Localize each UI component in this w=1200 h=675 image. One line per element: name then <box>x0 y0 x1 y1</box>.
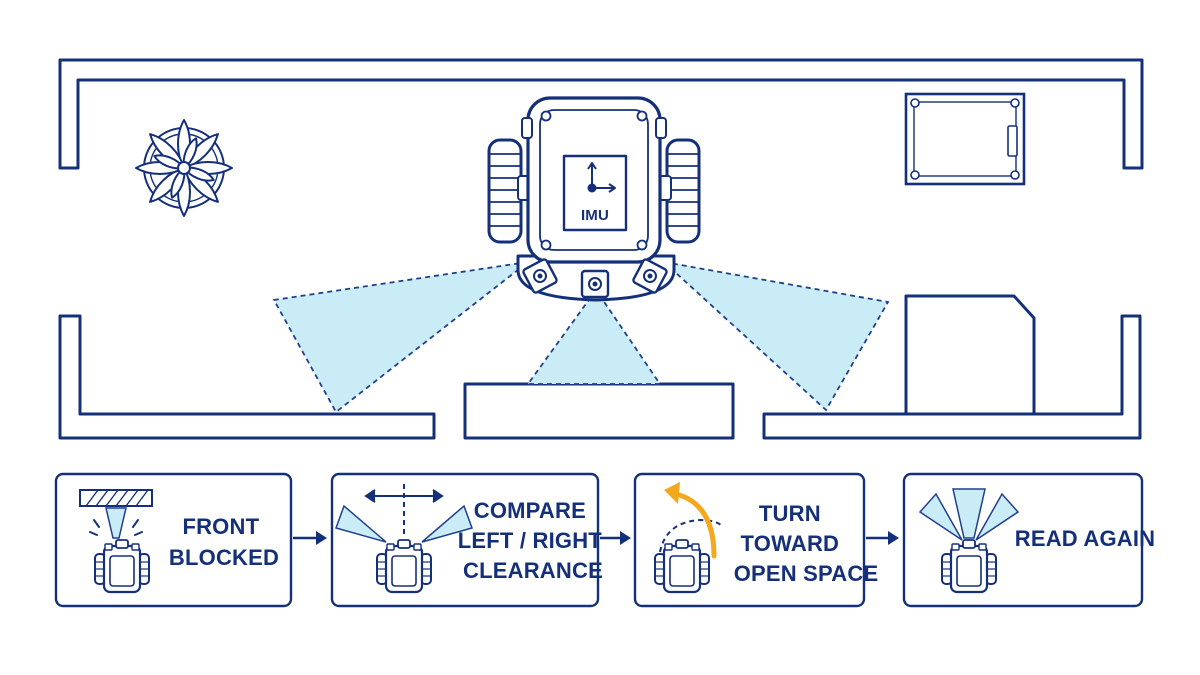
main-robot: IMU <box>487 96 701 302</box>
front-sensor-beam <box>526 288 662 385</box>
bottom-left-wall <box>58 314 436 440</box>
wall-panel-icon <box>904 92 1026 186</box>
step-3-line-3: OPEN SPACE <box>734 561 879 586</box>
room-walls <box>58 58 1144 440</box>
step-3-line-1: TURN <box>759 501 821 526</box>
step-2-line-3: CLEARANCE <box>463 558 603 583</box>
step-turn-open-space: TURN TOWARD OPEN SPACE <box>633 472 879 608</box>
mini-front-beam <box>105 507 127 539</box>
blocking-wall-icon <box>79 489 153 507</box>
left-sensor-beam <box>272 260 532 414</box>
mini-left-beam <box>918 492 963 541</box>
step-1-line-1: FRONT <box>182 514 259 539</box>
right-sensor <box>632 258 668 294</box>
planned-path-dashed <box>659 518 723 553</box>
compare-arrows-icon <box>364 484 444 534</box>
left-sensor <box>522 258 558 294</box>
svg-text:COMPARE LEFT / RIGHT: COMPARE LEFT / RIGHT CLEARANCE <box>458 498 608 583</box>
left-wheel <box>487 138 531 244</box>
front-obstacle-box <box>463 382 735 440</box>
mini-left-beam <box>335 504 387 543</box>
flow-arrow-2 <box>600 531 631 545</box>
step-3-line-2: TOWARD <box>741 531 840 556</box>
svg-text:TURN TOWARD OP: TURN TOWARD OPEN SPACE <box>734 501 879 586</box>
mini-front-beam <box>952 488 986 539</box>
top-wall <box>58 58 1144 170</box>
step-compare-clearance: COMPARE LEFT / RIGHT CLEARANCE <box>330 472 608 608</box>
alert-marks <box>89 519 143 536</box>
mini-right-beam <box>421 504 473 543</box>
turn-arrow-head <box>664 482 680 504</box>
turn-arrow-icon <box>673 491 717 559</box>
svg-text:READ AGAIN: READ AGAIN <box>1015 526 1156 551</box>
bottom-right-wall <box>762 314 1142 440</box>
right-wheel <box>658 138 701 244</box>
step-2-line-2: LEFT / RIGHT <box>458 528 603 553</box>
imu-axes-icon <box>587 162 616 193</box>
step-front-blocked: FRONT BLOCKED <box>54 472 293 608</box>
step-2-line-1: COMPARE <box>474 498 586 523</box>
flow-arrow-3 <box>866 531 899 545</box>
potted-plant-icon <box>135 119 233 217</box>
step-read-again: READ AGAIN <box>902 472 1156 608</box>
svg-text:FRONT BLOCKED: FRONT BLOCKED <box>169 514 279 570</box>
right-furniture-block <box>904 294 1036 416</box>
flow-arrow-1 <box>293 531 327 545</box>
mini-right-beam <box>975 492 1020 541</box>
front-sensor <box>580 269 610 299</box>
right-sensor-beam <box>661 260 890 412</box>
step-panels: FRONT BLOCKED COMPARE LEFT / RIGHT <box>54 472 1156 608</box>
step-1-line-2: BLOCKED <box>169 545 279 570</box>
step-4-line-1: READ AGAIN <box>1015 526 1156 551</box>
sensor-beams <box>272 260 890 414</box>
imu-label: IMU <box>581 207 609 224</box>
